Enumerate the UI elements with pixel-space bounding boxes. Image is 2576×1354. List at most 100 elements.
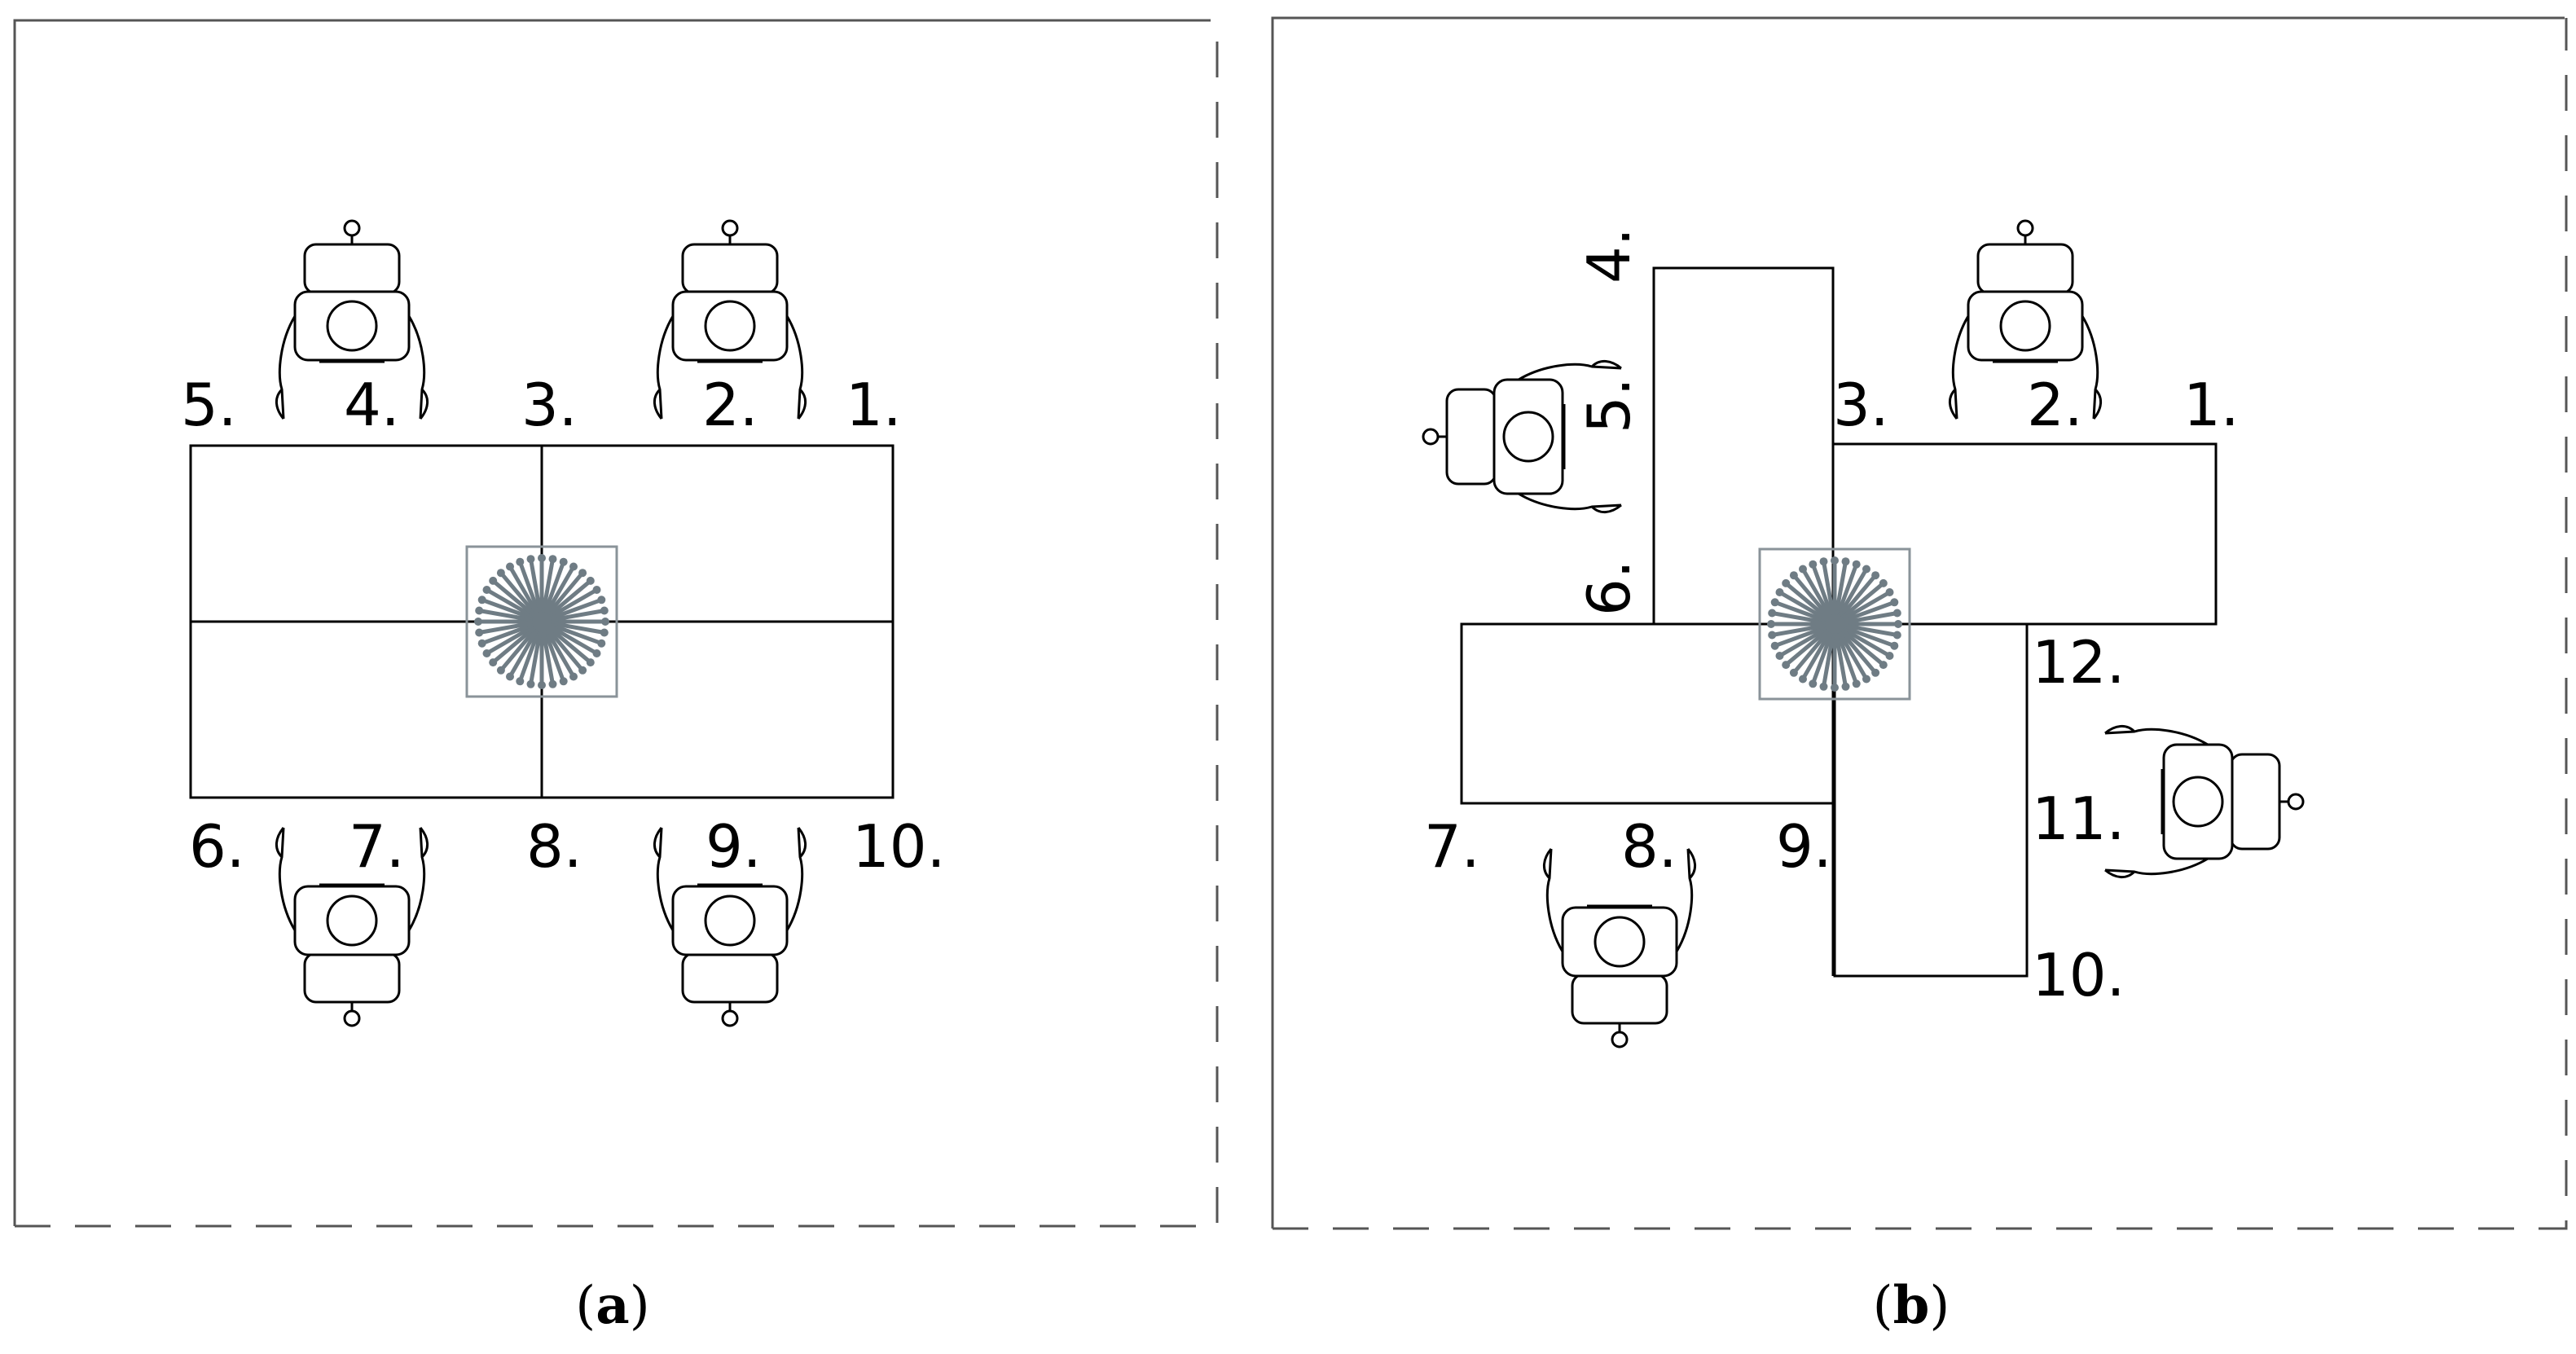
centerpiece-petal-tip bbox=[559, 677, 568, 686]
seat-label-a-2: 2. bbox=[702, 371, 758, 439]
centerpiece-petal-tip bbox=[569, 672, 578, 681]
centerpiece-petal bbox=[1838, 629, 1878, 675]
seat-label-a-6: 6. bbox=[189, 812, 245, 881]
centerpiece-petal bbox=[1774, 600, 1828, 623]
centerpiece-petal bbox=[1778, 590, 1829, 622]
centerpiece-petal-tip bbox=[592, 649, 601, 657]
seat-label-b-3: 3. bbox=[1833, 371, 1889, 439]
seat-label-a-4: 4. bbox=[344, 371, 400, 439]
centerpiece-petal bbox=[549, 609, 605, 622]
seat-label-a-1: 1. bbox=[846, 371, 902, 439]
panel-a: 1. 2. 3. 4. 5. 6. 7. 8. 9. 10. (a) bbox=[13, 19, 1219, 1336]
centerpiece-petal-tip bbox=[1809, 679, 1818, 688]
centerpiece-petal-tip bbox=[1799, 675, 1807, 684]
centerpiece-petal bbox=[547, 578, 592, 618]
centerpiece-petal-tip bbox=[586, 576, 595, 585]
centerpiece-petal-tip bbox=[1819, 557, 1828, 566]
panel-b-table bbox=[1460, 266, 2218, 978]
centerpiece-petal bbox=[541, 558, 555, 614]
centerpiece-petal bbox=[491, 578, 537, 618]
centerpiece-petal-tip bbox=[538, 681, 546, 689]
centerpiece-petal bbox=[491, 625, 537, 665]
centerpiece-petal-tip bbox=[1768, 609, 1777, 618]
centerpiece-petal bbox=[1810, 631, 1834, 685]
centerpiece-petal-tip bbox=[474, 618, 482, 626]
centerpiece-petal bbox=[1771, 611, 1827, 625]
seat-label-b-4: 4. bbox=[1575, 227, 1643, 284]
centerpiece-petal bbox=[508, 565, 540, 616]
centerpiece-petal-tip bbox=[592, 586, 601, 594]
centerpiece-petal-tip bbox=[578, 666, 587, 675]
seat-label-a-10: 10. bbox=[852, 812, 946, 881]
centerpiece-petal-tip bbox=[516, 677, 525, 686]
centerpiece-petal-tip bbox=[1767, 620, 1775, 628]
centerpiece-petal bbox=[549, 621, 605, 635]
centerpiece-petal-tip bbox=[1862, 565, 1870, 574]
centerpiece-petal-tip bbox=[1871, 571, 1880, 580]
centerpiece-petal bbox=[541, 629, 555, 685]
centerpiece-petal bbox=[1838, 574, 1878, 619]
panel-a-table bbox=[189, 444, 895, 799]
centerpiece-petal bbox=[481, 597, 535, 621]
centerpiece-petal bbox=[543, 565, 576, 616]
centerpiece-petal-tip bbox=[489, 658, 498, 667]
centerpiece-petal-tip bbox=[1789, 571, 1798, 580]
centerpiece-petal-tip bbox=[526, 679, 535, 688]
centerpiece-petal-tip bbox=[1770, 641, 1779, 650]
centerpiece-petal-tip bbox=[1782, 661, 1791, 670]
centerpiece-petal-tip bbox=[569, 562, 578, 571]
centerpiece-petal-tip bbox=[489, 576, 498, 585]
centerpiece-core bbox=[1825, 614, 1844, 634]
centerpiece-petal-tip bbox=[1799, 565, 1807, 574]
centerpiece-petal-tip bbox=[1789, 668, 1798, 677]
centerpiece-petal-tip bbox=[1782, 578, 1791, 587]
centerpiece-petal bbox=[543, 627, 576, 678]
centerpiece-petal bbox=[1800, 630, 1833, 680]
seat-label-b-8: 8. bbox=[1621, 812, 1677, 881]
centerpiece-petal-tip bbox=[1890, 598, 1899, 607]
centerpiece-petal bbox=[543, 561, 566, 615]
seat-label-b-6: 6. bbox=[1575, 560, 1643, 616]
centerpiece-petal bbox=[478, 621, 534, 635]
panel-b-frame-solid bbox=[1271, 16, 2565, 1229]
centerpiece-petal bbox=[1842, 611, 1898, 625]
centerpiece-petal-tip bbox=[1775, 652, 1784, 660]
seat-label-a-9: 9. bbox=[706, 812, 762, 881]
centerpiece-petal bbox=[1836, 568, 1869, 618]
centerpiece-petal-tip bbox=[1841, 682, 1850, 691]
centerpiece-petal-tip bbox=[1885, 588, 1894, 596]
centerpiece-petal-tip bbox=[506, 562, 514, 571]
centerpiece-petal bbox=[548, 622, 603, 646]
centerpiece-petal-tip bbox=[1852, 560, 1861, 569]
seat-label-b-11: 11. bbox=[2032, 785, 2125, 853]
panel-a-caption: (a) bbox=[575, 1275, 649, 1336]
centerpiece-petal-tip bbox=[1871, 668, 1880, 677]
centerpiece-petal-tip bbox=[1841, 557, 1850, 566]
centerpiece-petal-tip bbox=[1819, 682, 1828, 691]
centerpiece-petal-tip bbox=[578, 569, 587, 578]
panel-b-caption: (b) bbox=[1873, 1275, 1950, 1336]
centerpiece-petal bbox=[1834, 631, 1848, 688]
centerpiece-petal bbox=[1836, 630, 1869, 680]
centerpiece-petal bbox=[1778, 626, 1829, 658]
centerpiece-petal bbox=[486, 587, 536, 620]
seat-label-a-5: 5. bbox=[181, 371, 237, 439]
centerpiece-petal-tip bbox=[597, 596, 606, 604]
seat-label-a-3: 3. bbox=[521, 371, 578, 439]
centerpiece-petal bbox=[543, 628, 566, 683]
centerpiece-petal bbox=[1771, 623, 1827, 637]
centerpiece-petal-tip bbox=[538, 554, 546, 562]
centerpiece-petal-tip bbox=[1892, 631, 1901, 640]
centerpiece-petal-tip bbox=[496, 569, 505, 578]
centerpiece-petal bbox=[1840, 590, 1891, 622]
centerpiece-petal bbox=[1835, 563, 1859, 618]
centerpiece-petal bbox=[547, 623, 598, 656]
centerpiece-petal bbox=[1835, 631, 1859, 685]
centerpiece-petal-tip bbox=[482, 649, 491, 657]
centerpiece-petal-tip bbox=[482, 586, 491, 594]
centerpiece-petal-tip bbox=[1879, 578, 1888, 587]
centerpiece-petal bbox=[508, 627, 540, 678]
panel-a-frame-solid bbox=[13, 19, 1211, 1226]
seat-label-b-10: 10. bbox=[2032, 941, 2125, 1009]
centerpiece-petal bbox=[545, 626, 585, 672]
